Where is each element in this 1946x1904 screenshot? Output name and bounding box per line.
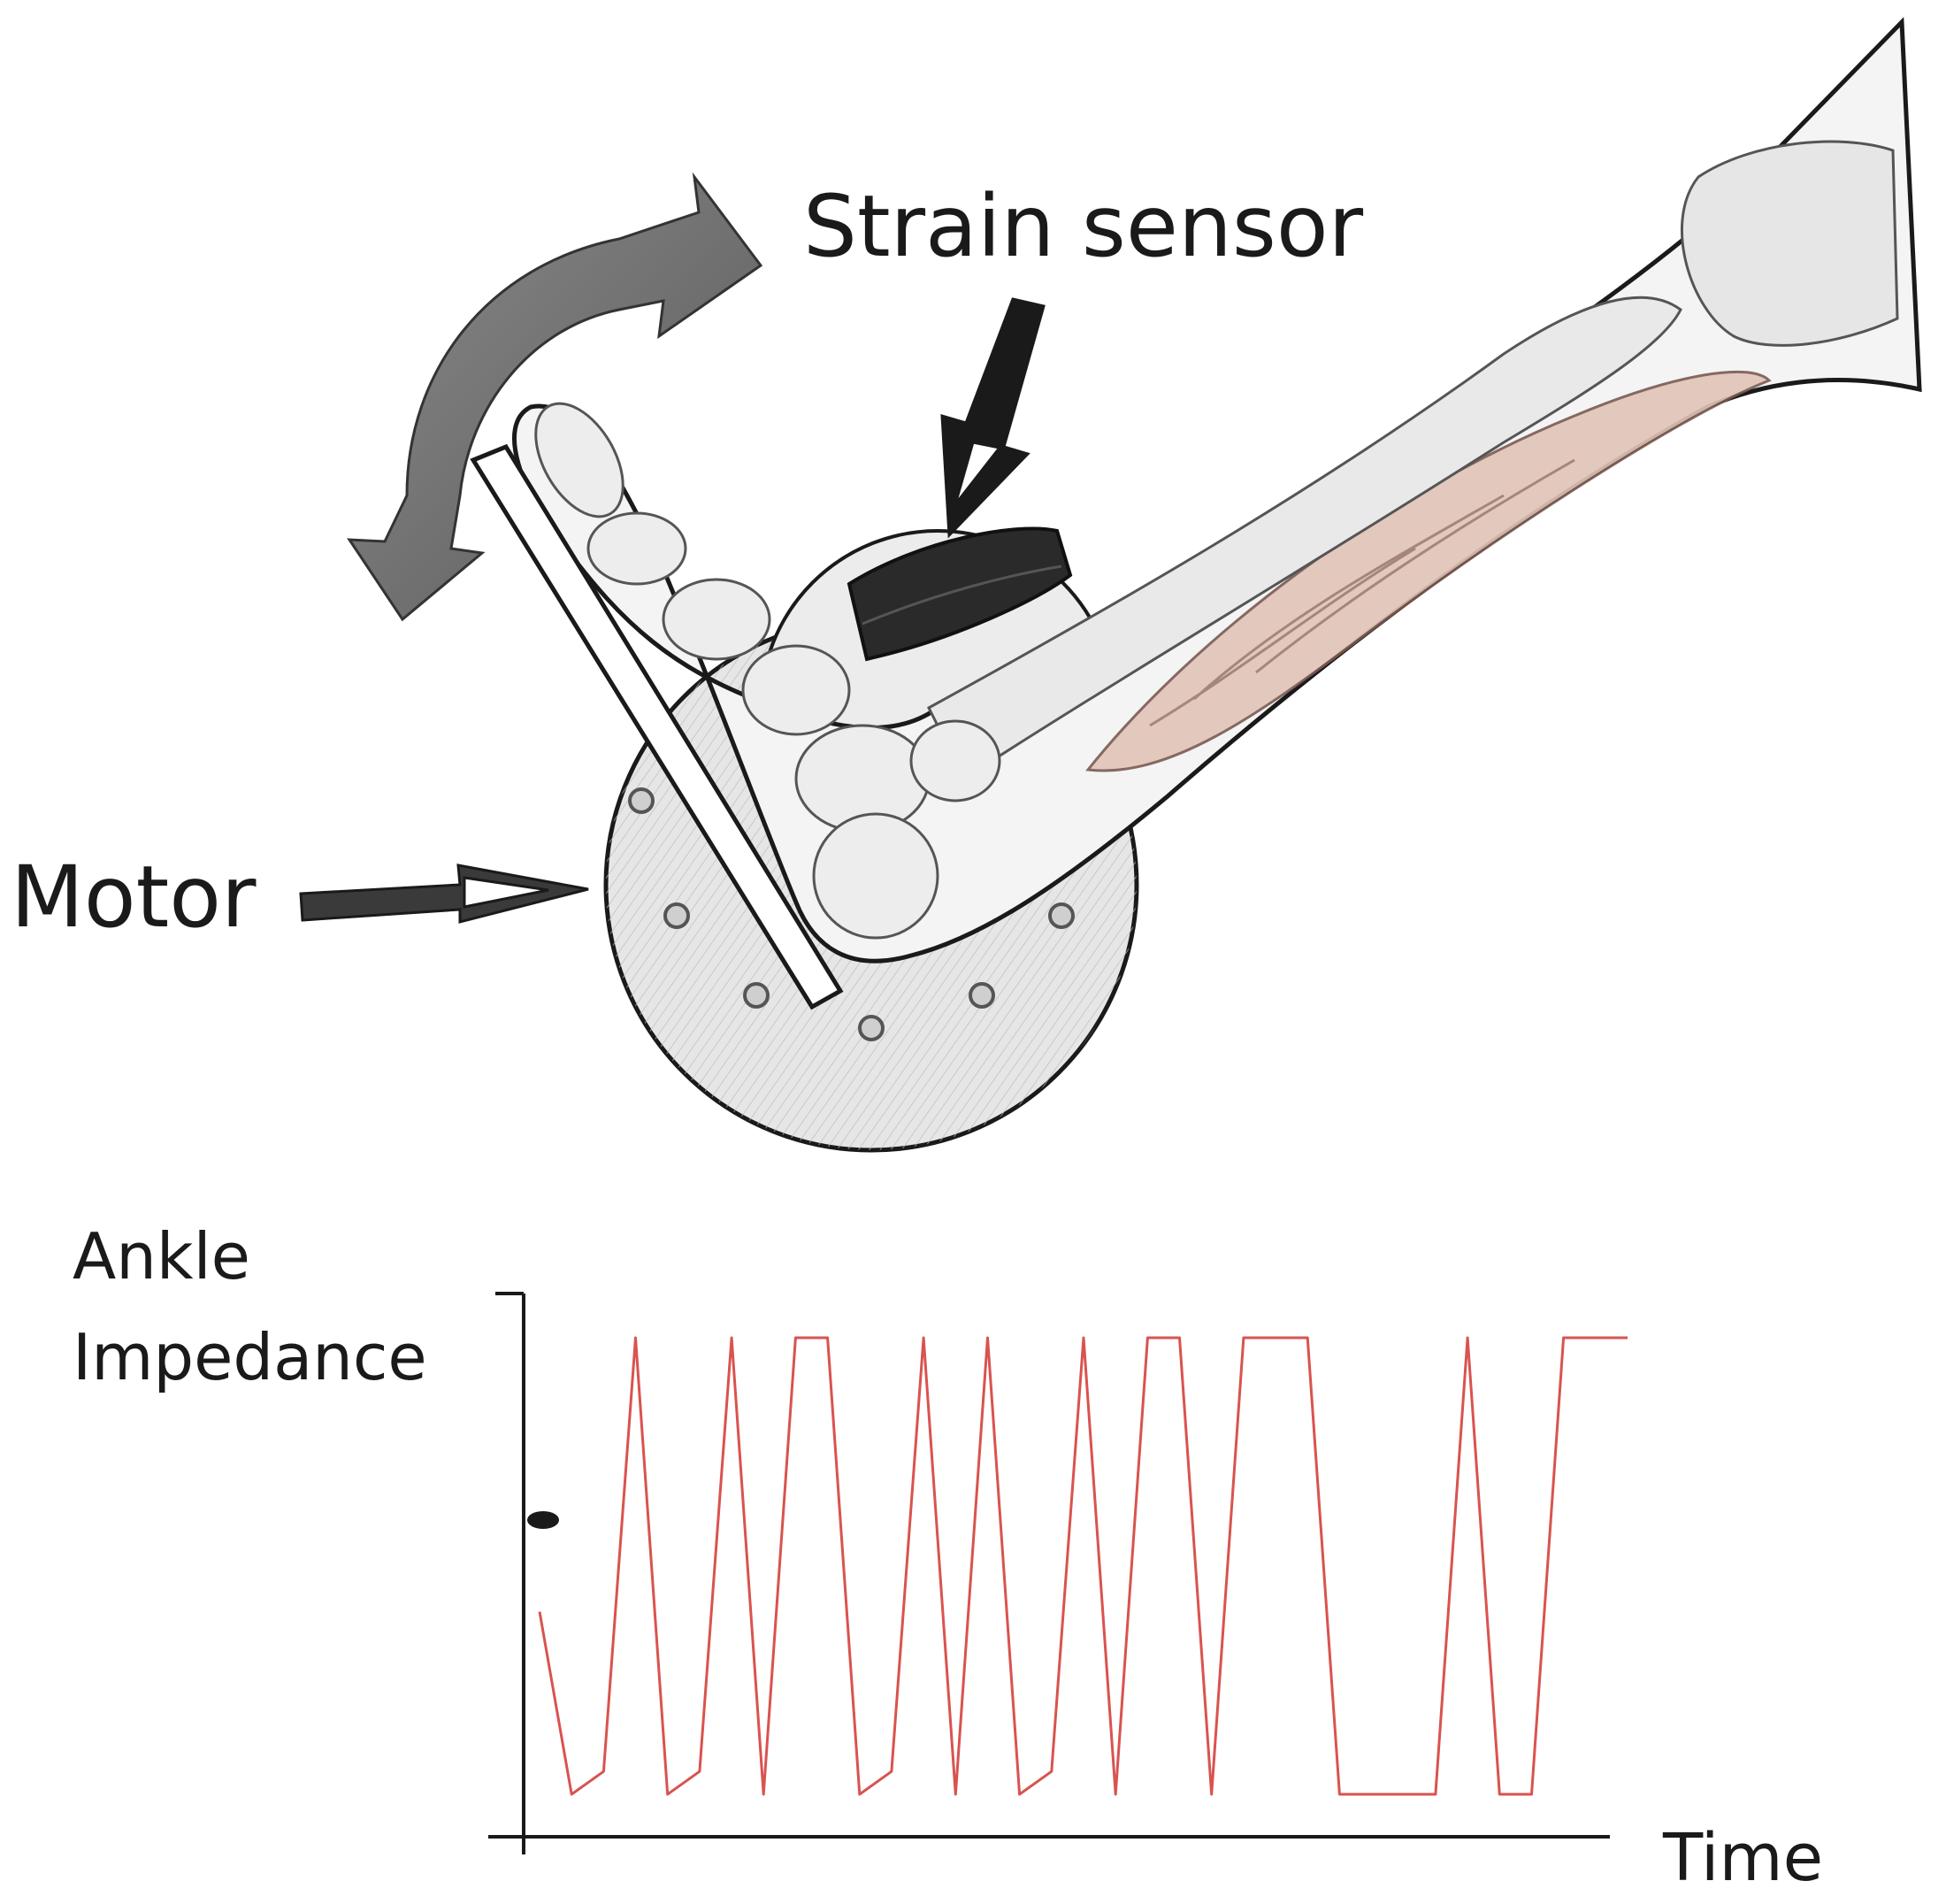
motor-arrow — [299, 864, 589, 924]
leg — [511, 17, 1922, 964]
rotation-arrow — [347, 172, 763, 622]
motor-label: Motor — [11, 848, 257, 947]
strain-sensor-pad — [847, 526, 1073, 662]
x-axis-label: Time — [1663, 1820, 1824, 1896]
impedance-signal-line — [538, 1336, 1628, 1796]
strain-sensor-arrow — [940, 297, 1046, 539]
ankle-rig-illustration — [299, 17, 1922, 1153]
knee-bone — [1680, 140, 1899, 347]
tibia-bone — [927, 296, 1682, 781]
foot-plate — [470, 443, 844, 1010]
strain-sensor-label: Strain sensor — [803, 177, 1364, 276]
foot-bones — [534, 402, 1001, 940]
start-marker — [527, 1511, 559, 1529]
y-axis-label-line2: Impedance — [73, 1320, 427, 1394]
y-axis-label-line1: Ankle — [73, 1219, 250, 1294]
impedance-chart — [488, 1292, 1628, 1854]
